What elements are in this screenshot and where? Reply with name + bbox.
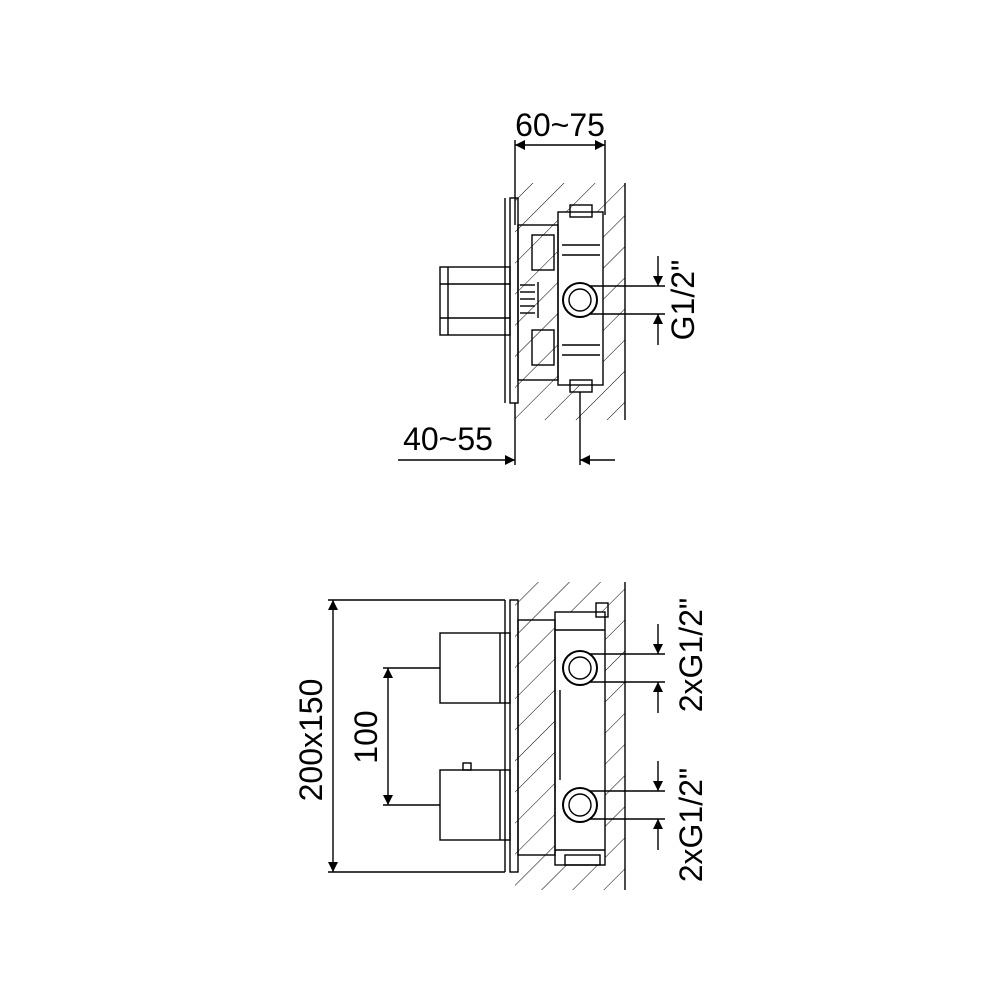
spacing-dim-label: 100 bbox=[348, 710, 384, 763]
valve-body-side bbox=[517, 204, 604, 393]
dim-depth: 60~75 bbox=[514, 107, 606, 225]
outlet-ring-outer bbox=[562, 282, 598, 318]
dim-spacing: 100 bbox=[348, 667, 440, 806]
inlet-ring-top-inner bbox=[568, 656, 592, 680]
wall-dim-label: 40~55 bbox=[403, 421, 493, 457]
dim-overall: 200x150 bbox=[293, 599, 505, 873]
dim-thread-top: 2xG1/2" bbox=[590, 598, 709, 713]
inlet-ring-top-outer bbox=[562, 650, 598, 686]
handle-side bbox=[439, 266, 511, 336]
dim-wall: 40~55 bbox=[398, 392, 615, 465]
front-view: 200x150 100 2xG1/2" 2xG1/2" bbox=[293, 582, 709, 890]
thread-top-dim-label: 2xG1/2" bbox=[673, 598, 709, 713]
inlet-ring-bottom-outer bbox=[562, 787, 598, 823]
valve-body-front bbox=[517, 602, 609, 866]
depth-dim-label: 60~75 bbox=[515, 107, 605, 143]
handle-top bbox=[439, 632, 511, 704]
thread-bottom-dim-label: 2xG1/2" bbox=[673, 768, 709, 883]
overall-dim-label: 200x150 bbox=[293, 679, 329, 802]
wall-hatching-bottom bbox=[515, 582, 625, 890]
side-view: 60~75 40~55 G1/2" bbox=[398, 107, 701, 465]
thread-dim-label: G1/2" bbox=[665, 260, 701, 341]
handle-bottom bbox=[439, 762, 511, 841]
inlet-ring-bottom-inner bbox=[568, 793, 592, 817]
outlet-ring-inner bbox=[568, 288, 592, 312]
dim-thread-side: G1/2" bbox=[590, 256, 701, 345]
dim-thread-bottom: 2xG1/2" bbox=[590, 761, 709, 882]
